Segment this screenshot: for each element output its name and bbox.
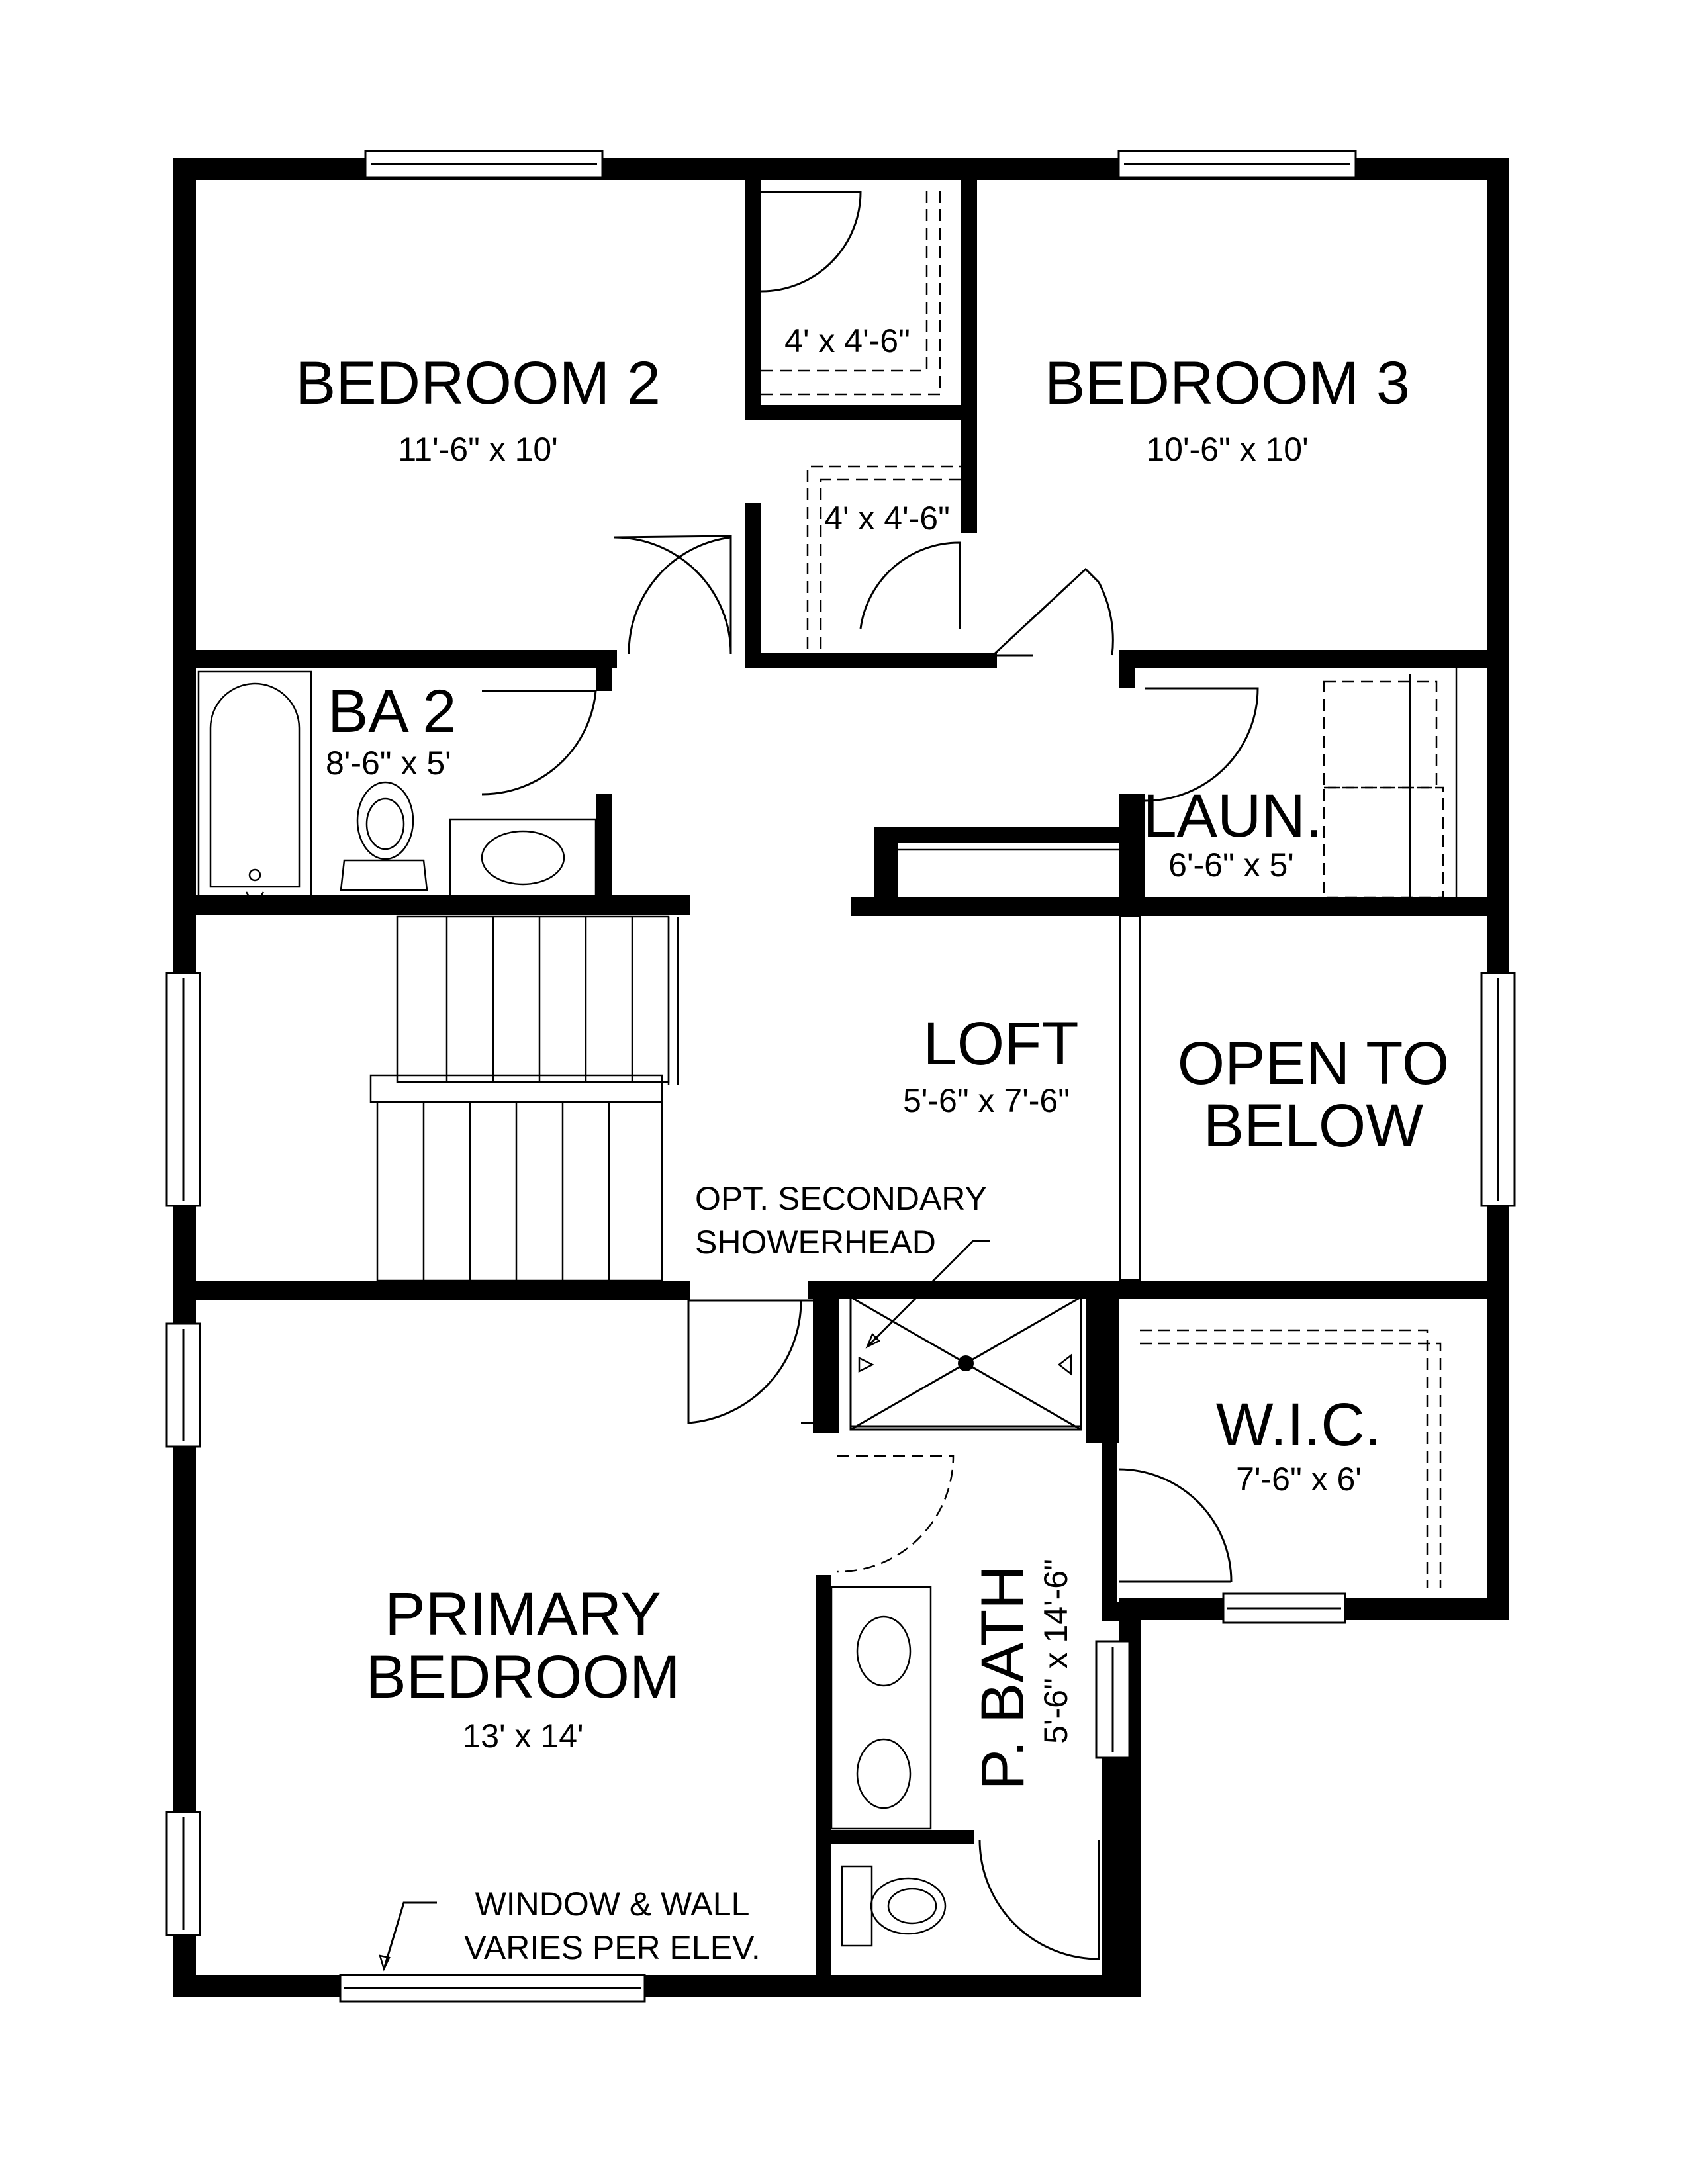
laundry-name: LAUN.: [1143, 782, 1323, 850]
open-to-below-line2: BELOW: [1203, 1092, 1423, 1160]
wic-dims: 7'-6" x 6': [1236, 1461, 1362, 1498]
bedroom2-name: BEDROOM 2: [295, 349, 661, 417]
showerhead-note-line2: SHOWERHEAD: [695, 1224, 936, 1261]
bath2-dims: 8'-6" x 5': [326, 745, 451, 782]
showerhead-note-line1: OPT. SECONDARY: [695, 1180, 987, 1217]
primary-bedroom-line2: BEDROOM: [365, 1643, 680, 1711]
fixtures: [197, 668, 1458, 1947]
primary-bath-dims: 5'-6" x 14'-6": [1037, 1559, 1074, 1744]
closet-shelves: [761, 185, 1442, 1588]
doors: [481, 191, 1259, 1960]
loft-name: LOFT: [923, 1010, 1078, 1077]
window-wall-note-line2: VARIES PER ELEV.: [464, 1929, 760, 1966]
loft-dims: 5'-6" x 7'-6": [903, 1082, 1070, 1119]
windows: [165, 150, 1516, 2003]
interior-walls: [173, 169, 1509, 1997]
wic-name: W.I.C.: [1216, 1391, 1382, 1459]
primary-bedroom-line1: PRIMARY: [385, 1580, 661, 1648]
bedroom2-dims: 11'-6" x 10': [398, 431, 558, 468]
bath2-name: BA 2: [328, 678, 456, 745]
window-wall-note-line1: WINDOW & WALL: [475, 1886, 750, 1923]
note-leaders: [379, 1240, 990, 1972]
bedroom3-name: BEDROOM 3: [1045, 349, 1410, 417]
primary-bedroom-dims: 13' x 14': [462, 1717, 583, 1754]
closet-upper-dims: 4' x 4'-6": [784, 322, 910, 359]
plan-notes: OPT. SECONDARY SHOWERHEAD WINDOW & WALL …: [464, 1180, 987, 1966]
room-labels: BEDROOM 2 11'-6" x 10' BEDROOM 3 10'-6" …: [295, 322, 1449, 1790]
primary-bath-name: P. BATH: [969, 1565, 1037, 1790]
stairs: [369, 915, 679, 1282]
laundry-dims: 6'-6" x 5': [1168, 846, 1294, 884]
closet-lower-dims: 4' x 4'-6": [824, 500, 950, 537]
bedroom3-dims: 10'-6" x 10': [1146, 431, 1308, 468]
open-to-below-line1: OPEN TO: [1178, 1030, 1450, 1097]
